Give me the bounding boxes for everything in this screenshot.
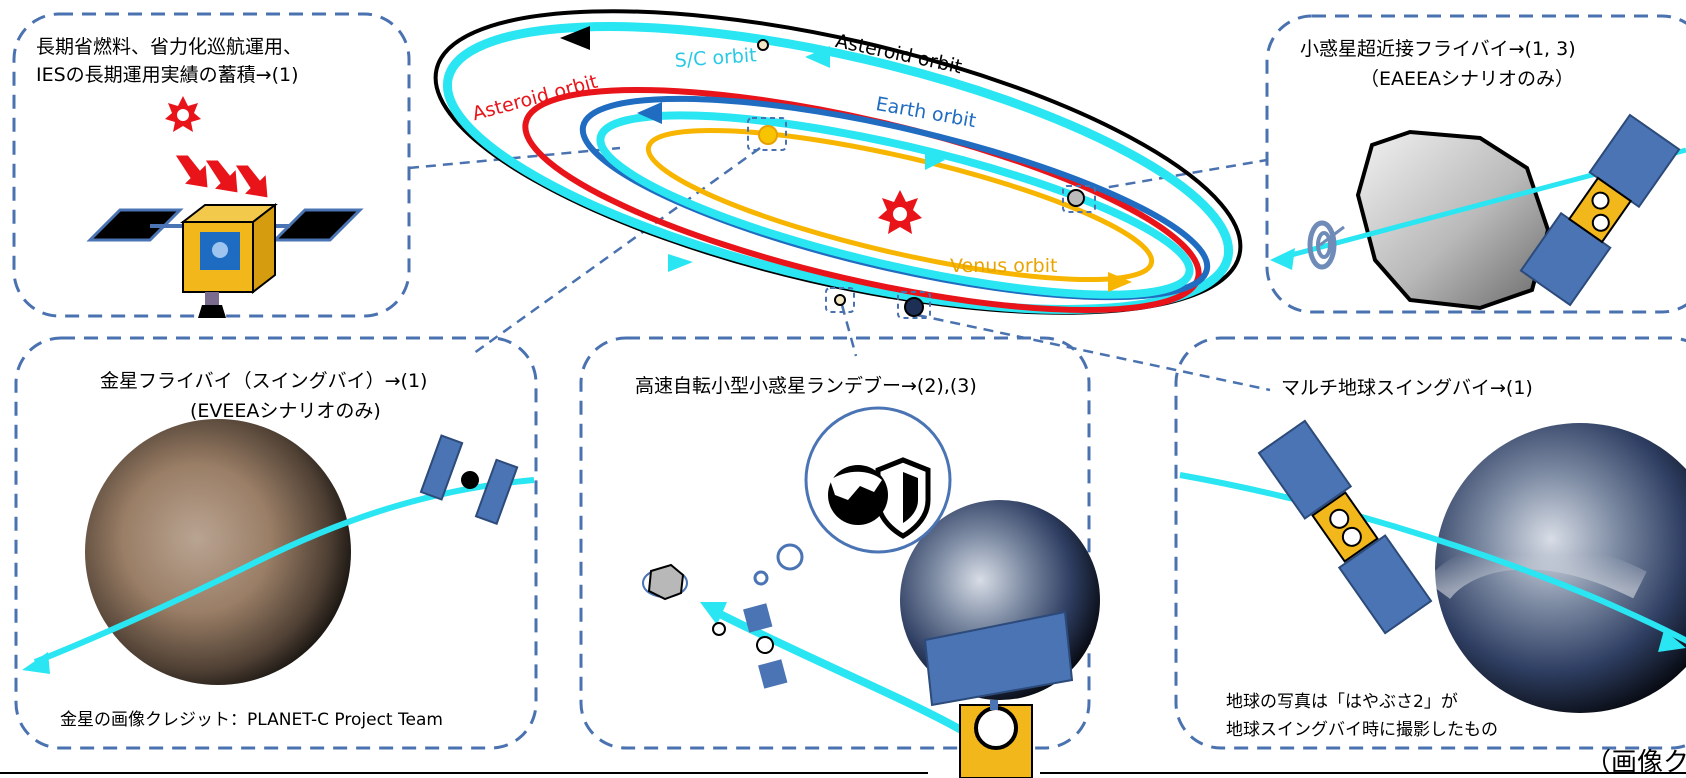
venus-planet-icon	[758, 125, 778, 145]
sc-orbit-outer	[442, 22, 1234, 314]
panel-bottom-right-line1: マルチ地球スイングバイ→(1)	[1281, 377, 1533, 399]
world-map-icon	[828, 465, 888, 525]
earth-planet-icon	[904, 297, 924, 317]
panel-top-right-line1: 小惑星超近接フライバイ→(1, 3)	[1300, 38, 1576, 60]
panel-bottom-left-line1: 金星フライバイ（スイングバイ）→(1)	[100, 370, 428, 392]
sc-orbit-inner	[596, 111, 1194, 299]
arrow-sc-lower	[668, 254, 693, 272]
spacecraft-icon	[86, 202, 364, 318]
thought-bubble-icon	[753, 406, 952, 586]
earth-photo-note-line2: 地球スイングバイ時に撮影したもの	[1226, 720, 1498, 740]
panel-bottom-left-line2: (EVEEAシナリオのみ)	[190, 400, 381, 422]
bottom-center-illustration	[642, 406, 1100, 778]
panel-top-left-line1: 長期省燃料、省力化巡航運用、	[36, 36, 303, 58]
panel-top-right-line2: （EAEEAシナリオのみ）	[1360, 68, 1575, 90]
trajectory-arrow-top-right	[1270, 248, 1295, 270]
bottom-left-illustration	[22, 419, 535, 685]
arrow-asteroid-outer	[560, 26, 590, 50]
trajectory-arrow-venus	[22, 652, 50, 674]
arrow-sc-outer	[805, 46, 830, 68]
asteroid-marker-right	[1067, 189, 1085, 207]
sunlight-arrows-icon	[174, 154, 269, 199]
bottom-right-illustration	[1179, 419, 1686, 713]
asteroid-orbit-inner	[522, 87, 1202, 313]
earth-photo-note-line1: 地球の写真は「はやぶさ2」が	[1226, 692, 1458, 712]
asteroid-marker-bottom	[834, 294, 846, 306]
arrow-sc-inner	[925, 150, 945, 170]
top-left-illustration	[86, 96, 364, 318]
image-credit-cut: （画像ク	[1585, 748, 1686, 778]
venus-image	[85, 419, 351, 685]
panel-bottom-left-frame	[14, 336, 538, 750]
connector-lines	[408, 146, 1271, 392]
panel-top-left-line2: IESの長期運用実績の蓄積→(1)	[36, 64, 299, 86]
venus-orbit	[645, 127, 1155, 283]
sun-icon-small	[165, 96, 201, 132]
venus-image-credit: 金星の画像クレジット：PLANET-C Project Team	[60, 710, 443, 730]
spacecraft-icon-center-small	[743, 603, 788, 689]
spacecraft-icon-top-right	[1519, 113, 1681, 307]
panel-top-right-frame	[1265, 14, 1686, 314]
asteroid-marker-top	[757, 39, 769, 51]
panel-bottom-center-frame	[579, 336, 1091, 750]
spacecraft-icon-center-large	[923, 610, 1074, 778]
trajectory-arrow-center	[700, 602, 727, 625]
trajectory-arrow-earth	[1658, 630, 1686, 652]
panel-bottom-center-line1: 高速自転小型小惑星ランデブー→(2),(3)	[635, 375, 977, 397]
spacecraft-icon-venus	[419, 434, 519, 526]
rotating-asteroid-icon	[642, 563, 688, 601]
top-right-illustration	[1270, 113, 1686, 311]
asteroid-icon	[1355, 129, 1551, 311]
orbit-label-venus: Venus orbit	[950, 255, 1058, 277]
arrow-venus	[1108, 272, 1132, 292]
spacecraft-icon-earth	[1257, 419, 1433, 635]
panel-bottom-right-frame	[1174, 336, 1686, 750]
sun-icon	[878, 190, 922, 234]
orbit-diagram	[433, 9, 1243, 319]
target-icon	[1307, 220, 1345, 270]
arrow-earth	[637, 102, 662, 124]
